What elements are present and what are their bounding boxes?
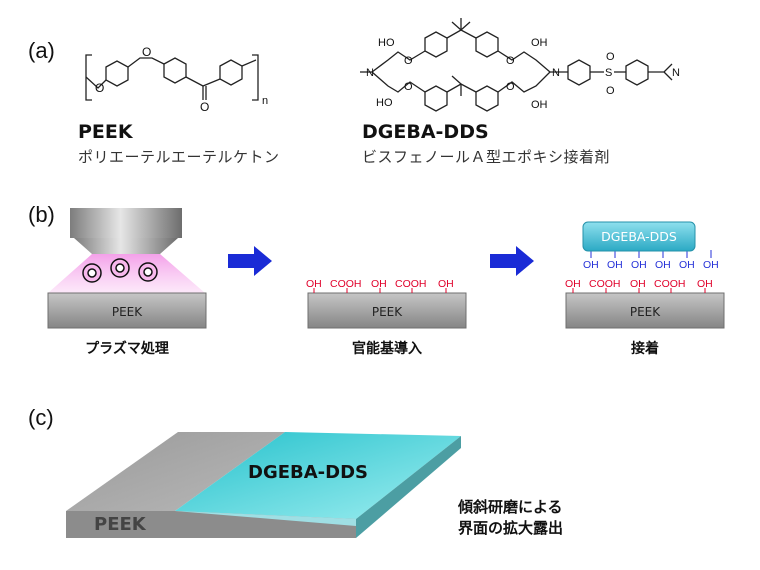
bevel-substrate-label: PEEK [94,514,146,535]
panel-label-b: (b) [28,202,55,227]
bound-group-4: OH [655,259,671,271]
bound-group-1: OH [583,259,599,271]
peek-ether-2 [127,57,165,68]
surface-group-2-2: COOH [330,278,362,290]
surface-group-3-5: OH [697,278,713,290]
bevel-diagram [66,432,461,538]
surface-group-2-5: OH [438,278,454,290]
substrate-label-step2: PEEK [372,305,403,319]
surface-group-3-2: COOH [589,278,621,290]
substrate-step2 [307,292,467,329]
surface-group-2-1: OH [306,278,322,290]
adhesive-wedge [175,511,356,526]
epoxy-ho-top: HO [378,37,395,49]
peek-ketone-link [185,76,221,87]
epoxy-oh-bottom: OH [531,99,548,111]
surface-group-2-4: COOH [395,278,427,290]
surface-group-3-4: COOH [654,278,686,290]
epoxy-n-right: N [552,67,560,79]
peek-ring-2 [163,57,187,84]
process-diagram: PEEK PEEK OH COOH OH COOH OH PEEK OH COO… [47,208,725,329]
substrate-label-step3: PEEK [630,305,661,319]
surface-bonds-step2 [313,288,447,293]
adhesive-surface [175,432,461,519]
surface-bonds-step3 [572,288,706,293]
substrate-label-step1: PEEK [112,305,143,319]
bound-group-5: OH [679,259,695,271]
epoxy-n-left: N [366,67,374,79]
epoxy-o-4: O [506,81,515,93]
peek-subtitle: ポリエーテルエーテルケトン [78,148,280,166]
epoxy-o-3: O [404,81,413,93]
peek-repeat-n: n [262,95,268,107]
peek-exposed-surface [66,432,285,511]
peek-o-2: O [142,45,151,59]
substrate-step3 [565,292,725,329]
peek-ring-1 [105,60,129,87]
peek-o-1: O [95,81,104,95]
epoxy-subtitle: ビスフェノールＡ型エポキシ接着剤 [362,148,611,166]
epoxy-s: S [605,67,612,79]
peek-ether-1 [85,76,107,89]
surface-group-2-3: OH [371,278,387,290]
adhesive-label: DGEBA-DDS [601,229,677,244]
plasma-nozzle-tip [74,238,178,254]
epoxy-s-o-top: O [606,51,615,63]
epoxy-ho-bottom: HO [376,97,393,109]
step1-caption: プラズマ処理 [85,341,169,357]
arrow-1 [228,246,272,276]
plasma-nozzle-body [70,208,182,238]
bound-group-6: OH [703,259,719,271]
bevel-caption-1: 傾斜研磨による [458,498,563,516]
peek-name: PEEK [78,121,133,143]
peek-o-3: O [200,100,209,114]
adhesive-side [356,436,461,538]
chemical-structures: O O O n HO [85,18,680,114]
epoxy-structure [360,18,673,112]
substrate-step1 [47,292,207,329]
panel-label-c: (c) [28,405,54,430]
epoxy-o-1: O [404,55,413,67]
bevel-adhesive-label: DGEBA-DDS [248,462,368,483]
epoxy-name: DGEBA-DDS [362,121,489,143]
bound-group-2: OH [607,259,623,271]
peek-bracket-right [252,54,259,101]
epoxy-o-2: O [506,55,515,67]
epoxy-oh-top: OH [531,37,548,49]
step3-caption: 接着 [631,341,659,357]
surface-group-3-3: OH [630,278,646,290]
arrow-2 [490,246,534,276]
peek-ring-3 [219,59,243,86]
epoxy-n-end: N [672,67,680,79]
bevel-caption-2: 界面の拡大露出 [458,519,564,537]
bound-group-3: OH [631,259,647,271]
surface-group-3-1: OH [565,278,581,290]
epoxy-s-o-bottom: O [606,85,615,97]
adhesive-block [582,221,696,252]
panel-label-a: (a) [28,38,55,63]
plasma-particles [82,258,158,283]
step2-caption: 官能基導入 [352,341,422,357]
